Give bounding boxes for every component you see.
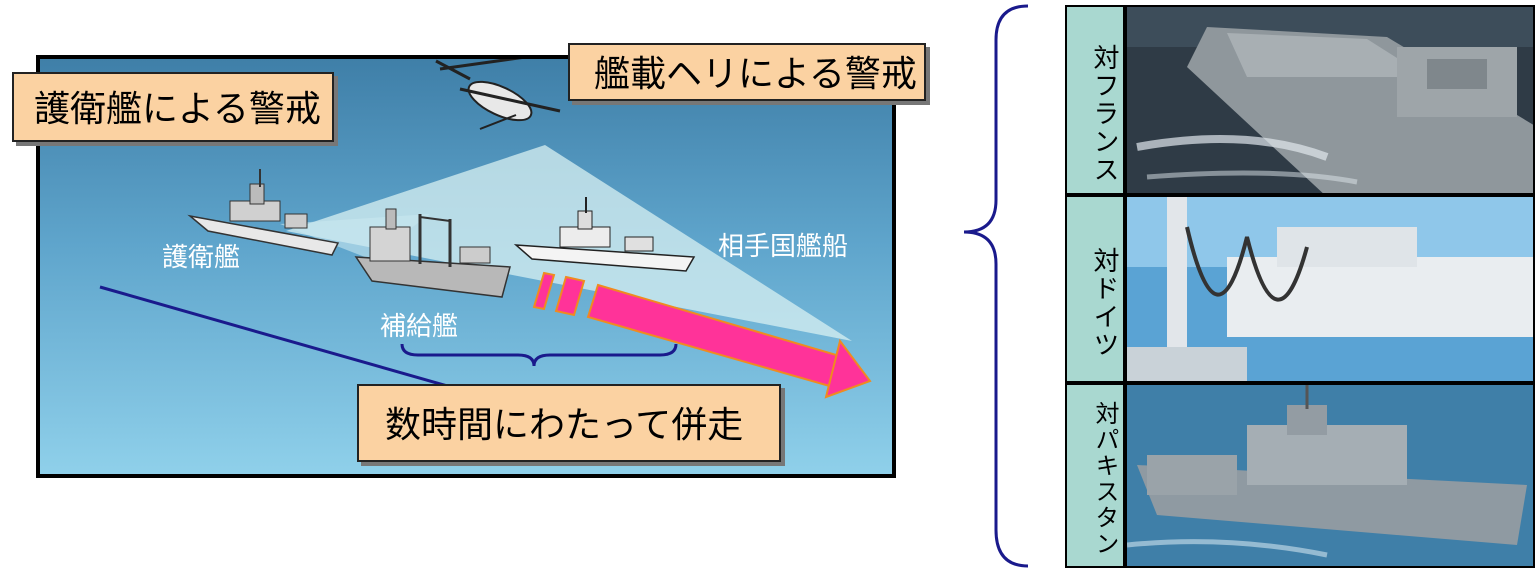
supply-ship-label: 補給艦 <box>380 312 459 342</box>
photo-germany <box>1125 195 1535 383</box>
escort-watch-callout: 護衛艦による警戒 <box>12 72 334 142</box>
helicopter-icon <box>435 59 561 130</box>
partner-ship-label: 相手国艦船 <box>718 232 849 262</box>
escort-ship-label: 護衛艦 <box>162 243 241 273</box>
escort-ship-icon <box>187 169 340 256</box>
direction-arrow-icon <box>532 271 872 399</box>
photo-label-germany: 対ドイツ <box>1065 195 1125 383</box>
parallel-callout: 数時間にわたって併走 <box>357 384 781 462</box>
photo-pakistan <box>1125 383 1535 568</box>
diagram-graphics <box>99 59 872 399</box>
photo-column: 対フランス 対ドイツ 対パキスタン <box>1065 5 1535 568</box>
photo-label-pakistan: 対パキスタン <box>1065 383 1125 568</box>
heli-watch-callout: 艦載ヘリによる警戒 <box>568 43 926 101</box>
photo-label-france: 対フランス <box>1065 5 1125 195</box>
partner-ship-icon <box>513 197 696 272</box>
supply-ship-icon <box>354 208 511 298</box>
group-brace <box>963 4 1029 568</box>
parallel-brace <box>400 343 678 367</box>
photo-france <box>1125 5 1535 195</box>
course-line <box>99 285 466 393</box>
